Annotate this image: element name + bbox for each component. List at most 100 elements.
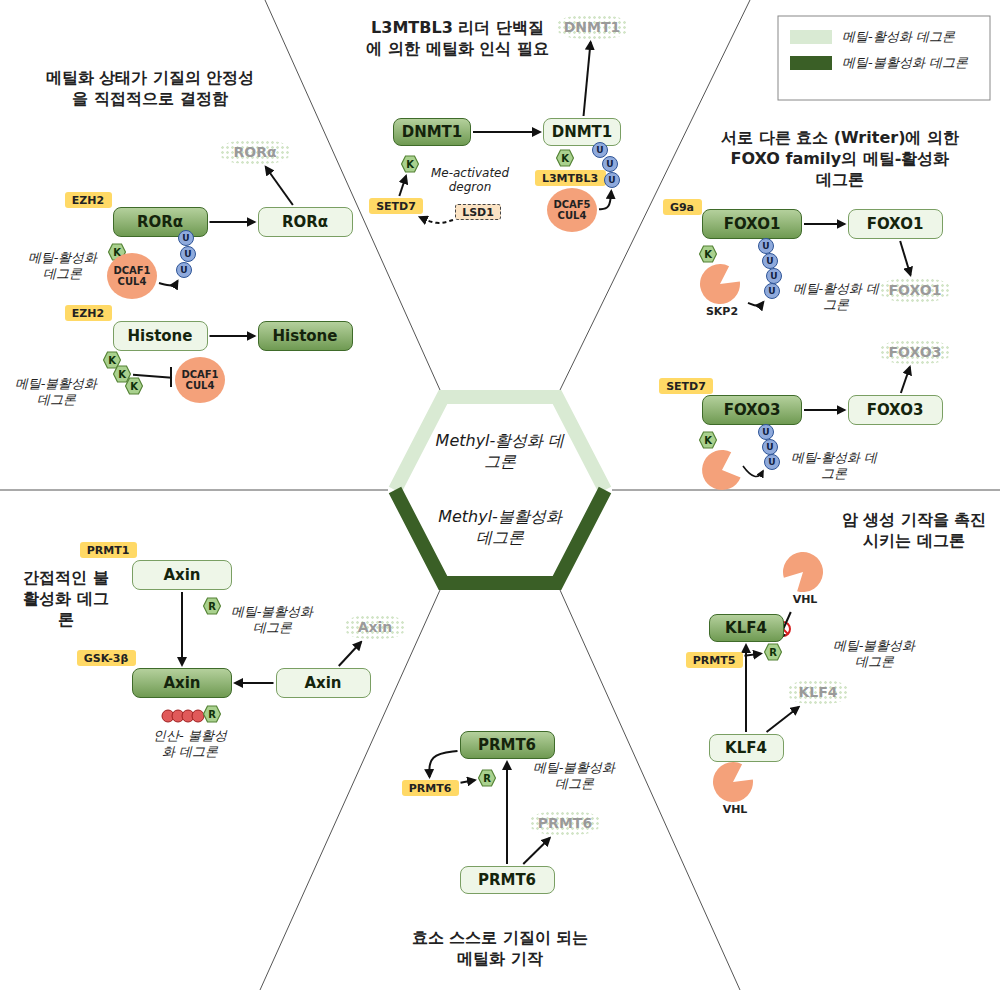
node-text: K — [406, 159, 414, 170]
connector-arrow — [181, 592, 183, 665]
node-text: PRMT6 — [409, 782, 452, 795]
node-text: RORα — [137, 213, 183, 231]
node-text: DCAF1 CUL4 — [107, 265, 157, 288]
connector-arrow — [506, 762, 508, 864]
legend-box — [778, 16, 990, 100]
pacman-shape — [698, 262, 742, 306]
node-text: K — [704, 435, 712, 446]
node-text: RORα — [282, 213, 328, 231]
legend-row: 메틸-활성화 데그론 — [790, 28, 980, 46]
node-text: GSK-3β — [84, 652, 129, 665]
methylated-protein: Histone — [258, 321, 353, 351]
ubiquitin: U — [764, 454, 780, 470]
connector-arrow — [745, 654, 762, 656]
degraded-protein: PRMT6 — [530, 811, 600, 835]
legend-text: 메틸-활성화 데그론 — [842, 28, 955, 46]
node-text: Methyl-활성화 데그론 — [435, 431, 565, 473]
node-text: K — [108, 355, 116, 366]
node-text: G9a — [670, 201, 694, 214]
protein: PRMT6 — [460, 866, 555, 894]
connector-arrow — [748, 302, 763, 306]
annotation: 메틸-활성화 데그론 — [790, 450, 878, 483]
e3-ligase: VHL — [711, 760, 759, 820]
ubiquitination-arrow — [743, 466, 763, 476]
ubiquitin: U — [758, 424, 774, 440]
annotation: 메틸-불활성화 데그론 — [826, 638, 922, 671]
demethylase-tag: LSD1 — [455, 204, 501, 220]
node-text: U — [768, 286, 775, 296]
node-text: K — [704, 249, 712, 260]
hexagon-shape — [388, 390, 612, 590]
enzyme-tag: PRMT1 — [80, 542, 137, 558]
node-text: FOXO3 — [724, 401, 781, 419]
connector-arrow — [767, 707, 799, 732]
node-text: PRMT6 — [538, 815, 592, 831]
node-text: K — [118, 369, 126, 380]
node-text: RORα — [233, 144, 276, 160]
node-text: PRMT6 — [478, 736, 536, 754]
residue-hexagon: R — [478, 769, 496, 787]
enzyme-tag: GSK-3β — [77, 650, 136, 666]
connector-arrow — [584, 42, 591, 116]
degraded-protein: FOXO1 — [880, 278, 950, 302]
pacman-shape — [781, 550, 825, 594]
phosphate-circle — [192, 710, 204, 722]
sector-title: L3MTBL3 리더 단백질에 의한 메틸화 인식 필요 — [365, 18, 550, 60]
node-text: DCAF5 CUL4 — [547, 199, 597, 222]
node-text: KLF4 — [798, 684, 837, 700]
ubiquitin: U — [604, 172, 620, 188]
connector-arrow — [804, 223, 845, 225]
e3-ligase: VHL — [781, 550, 829, 610]
residue-hexagon: K — [125, 377, 143, 395]
ubiquitin: U — [602, 156, 618, 172]
node-text: R — [208, 601, 216, 612]
annotation: 메틸-불활성화 데그론 — [8, 376, 104, 409]
legend-text: 메틸-불활성화 데그론 — [842, 54, 968, 72]
methylated-protein: FOXO1 — [702, 209, 802, 239]
ubiquitin: U — [762, 253, 778, 269]
node-text: Axin — [163, 674, 200, 692]
protein: KLF4 — [709, 734, 784, 762]
connector-arrow — [900, 241, 910, 275]
methylated-protein: DNMT1 — [393, 118, 471, 146]
node-text: DNMT1 — [552, 123, 613, 141]
ubiquitin: U — [766, 268, 782, 284]
node-text: DNMT1 — [402, 123, 463, 141]
protein: Histone — [113, 321, 208, 351]
connector-arrow — [523, 838, 549, 864]
methylated-protein: Axin — [132, 668, 232, 698]
connector-arrow — [461, 780, 476, 783]
degraded-protein: FOXO3 — [880, 340, 950, 364]
e3-ligase: DCAF5 CUL4 — [547, 188, 597, 232]
node-text: SETD7 — [666, 380, 706, 393]
sector-title: 서로 다른 효소 (Writer)에 의한 FOXO family의 메틸-활성… — [720, 128, 960, 190]
node-text: FOXO3 — [867, 401, 924, 419]
connector-arrow — [210, 335, 255, 337]
pacman-shape — [711, 760, 755, 804]
connector-arrow — [210, 221, 255, 223]
protein: RORα — [258, 207, 353, 237]
methylated-protein: RORα — [113, 207, 208, 237]
connector-arrow — [159, 281, 178, 285]
node-text: PRMT6 — [478, 871, 536, 889]
node-text: KLF4 — [725, 739, 767, 757]
connector-arrow — [399, 176, 406, 196]
degraded-protein: KLF4 — [788, 680, 848, 704]
connector-arrow — [339, 642, 361, 666]
residue-hexagon: R — [764, 643, 782, 661]
annotation: Me-activated degron — [428, 166, 512, 195]
connector-arrow — [804, 409, 845, 411]
node-text: Axin — [163, 566, 200, 584]
enzyme-tag: SETD7 — [369, 198, 423, 214]
node-text: R — [769, 647, 777, 658]
ubiquitin: U — [762, 439, 778, 455]
enzyme-tag: SETD7 — [659, 378, 713, 394]
enzyme-tag: PRMT5 — [686, 652, 743, 668]
node-text: FOXO1 — [889, 282, 942, 298]
node-text: U — [184, 249, 191, 259]
node-text: DNMT1 — [564, 19, 621, 35]
node-text: Axin — [304, 674, 341, 692]
protein: Axin — [132, 560, 232, 590]
